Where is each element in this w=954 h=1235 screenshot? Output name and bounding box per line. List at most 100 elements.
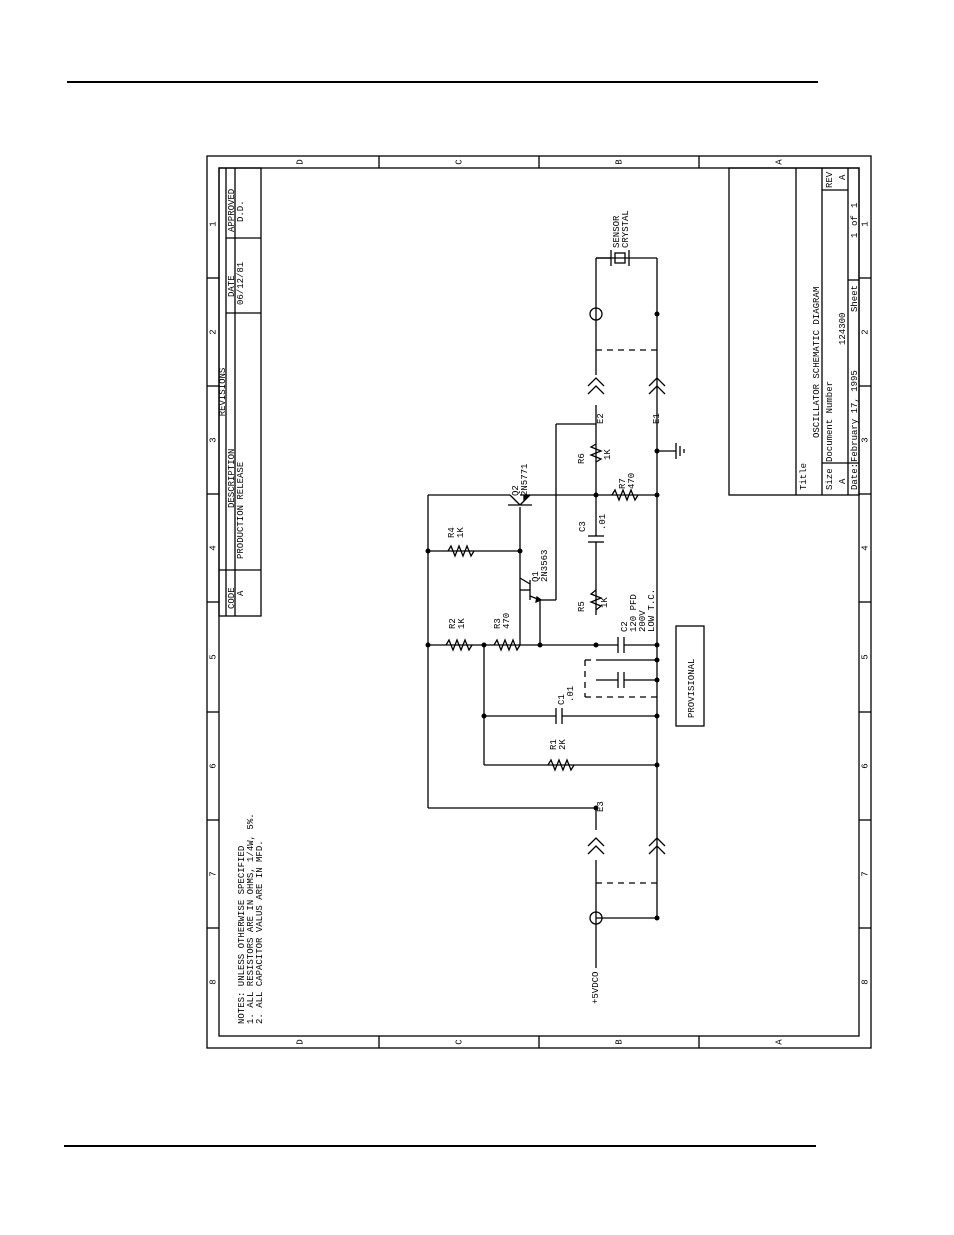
- notes-heading: NOTES: UNLESS OTHERWISE SPECIFIED: [237, 846, 247, 1024]
- size-label: Size: [825, 468, 835, 490]
- zone-number-left-7: 7: [208, 871, 218, 876]
- r6-ref: R6: [577, 453, 587, 464]
- c3-value: .01: [598, 514, 608, 530]
- zone-letter-top-a: A: [774, 159, 784, 165]
- zone-letter-top-b: B: [614, 159, 624, 165]
- revisions-col-approved: APPROVED: [227, 189, 237, 232]
- zone-number-left-2: 2: [208, 329, 218, 334]
- rev-label: REV: [825, 171, 835, 188]
- transistor-q1: [519, 577, 543, 604]
- zone-ticks: [207, 156, 871, 1048]
- sheet-value: 1: [850, 233, 860, 238]
- capacitor-c3: [588, 535, 604, 543]
- r7-ref: R7: [618, 478, 628, 489]
- title-value: OSCILLATOR SCHEMATIC DIAGRAM: [812, 287, 822, 438]
- resistor-r4: [447, 544, 475, 558]
- connector-e3: [587, 837, 605, 855]
- resistor-r6: [589, 443, 603, 463]
- revisions-row-approved: D.D.: [236, 200, 246, 222]
- provisional-label: PROVISIONAL: [687, 659, 697, 718]
- crystal-label-2: CRYSTAL: [621, 210, 631, 248]
- date-label: Date:: [850, 463, 860, 490]
- r4-ref: R4: [447, 527, 457, 538]
- e3-label: E3: [596, 801, 606, 812]
- r1-ref: R1: [549, 739, 559, 750]
- resistor-r3: [493, 638, 521, 652]
- provisional-box: [675, 625, 705, 727]
- zone-letter-bottom-b: B: [614, 1039, 624, 1045]
- zone-letter-bottom-d: D: [295, 1039, 305, 1044]
- resistor-r2: [445, 638, 473, 652]
- q2-ref: Q2: [511, 485, 521, 496]
- ground-icon: [675, 443, 685, 459]
- capacitor-provisional: [617, 672, 625, 688]
- zone-letter-top-c: C: [454, 159, 464, 165]
- e2-label: E2: [596, 413, 606, 424]
- power-label: +5VDCO: [591, 972, 601, 1004]
- zone-number-left-8: 8: [208, 979, 218, 984]
- zone-number-right-7: 7: [860, 871, 870, 876]
- docnum-label: Document Number: [825, 381, 835, 462]
- c2-rating: 200V: [638, 610, 648, 632]
- zone-number-right-1: 1: [860, 221, 870, 226]
- terminal-bottom: [589, 911, 603, 925]
- r1-value: 2K: [558, 739, 568, 750]
- r5-ref: R5: [577, 601, 587, 612]
- r3-value: 470: [502, 613, 512, 629]
- terminal-top: [589, 307, 603, 321]
- r3-ref: R3: [493, 618, 503, 629]
- junction-dots: [425, 311, 660, 921]
- zone-number-left-1: 1: [208, 221, 218, 226]
- revisions-row-date: 06/12/81: [236, 262, 246, 305]
- connector-gnd-lower: [648, 837, 666, 855]
- zone-letter-bottom-c: C: [454, 1039, 464, 1045]
- c1-ref: C1: [557, 694, 567, 705]
- sheet-total: 1: [850, 203, 860, 208]
- r4-value: 1K: [456, 527, 466, 538]
- top-rule: [67, 81, 818, 83]
- resistor-r7: [611, 488, 639, 502]
- r6-value: 1K: [603, 449, 613, 460]
- zone-number-right-3: 3: [860, 437, 870, 442]
- outer-frame: [206, 155, 872, 1049]
- zone-number-right-6: 6: [860, 763, 870, 768]
- bottom-rule: [64, 1145, 816, 1147]
- c2-ref: C2: [620, 621, 630, 632]
- e1-label: E1: [652, 413, 662, 424]
- notes-line-1: 1. ALL RESISTORS ARE IN OHMS, 1/4W, 5%.: [246, 813, 256, 1024]
- crystal-label-1: SENSOR: [612, 215, 622, 248]
- revisions-heading: REVISIONS: [218, 368, 228, 417]
- shield-dashes: [584, 349, 657, 884]
- capacitor-c2: [617, 637, 625, 653]
- q1-part: 2N3563: [540, 550, 550, 582]
- c1-value: .01: [566, 686, 576, 702]
- r7-value: 470: [627, 473, 637, 489]
- revisions-row-description: PRODUCTION RELEASE: [236, 462, 246, 559]
- c3-ref: C3: [578, 521, 588, 532]
- r2-ref: R2: [448, 618, 458, 629]
- sheet-of: of: [850, 215, 860, 226]
- c2-note: LOW T.C.: [647, 589, 657, 632]
- connector-e1: [648, 377, 666, 395]
- sheet-label: Sheet: [850, 285, 860, 312]
- connector-e2: [587, 377, 605, 395]
- zone-letter-bottom-a: A: [774, 1039, 784, 1045]
- title-label: Title: [799, 463, 809, 490]
- zone-number-right-5: 5: [860, 654, 870, 659]
- date-value: February 17, 1995: [850, 370, 860, 462]
- transistor-q2: [508, 494, 532, 506]
- zone-number-left-6: 6: [208, 763, 218, 768]
- title-block-frame: [728, 167, 860, 496]
- c2-value: 120 PFD: [629, 594, 639, 632]
- revisions-col-description: DESCRIPTION: [227, 449, 237, 508]
- rev-value: A: [838, 174, 848, 180]
- r2-value: 1K: [457, 618, 467, 629]
- revisions-col-code: CODE: [227, 587, 237, 609]
- crystal-symbol: [596, 250, 630, 266]
- r5-value: 1K: [600, 597, 610, 608]
- zone-number-right-8: 8: [860, 979, 870, 984]
- revisions-row-code: A: [236, 590, 246, 596]
- resistor-r1: [547, 758, 575, 772]
- q2-part: 2N5771: [520, 464, 530, 496]
